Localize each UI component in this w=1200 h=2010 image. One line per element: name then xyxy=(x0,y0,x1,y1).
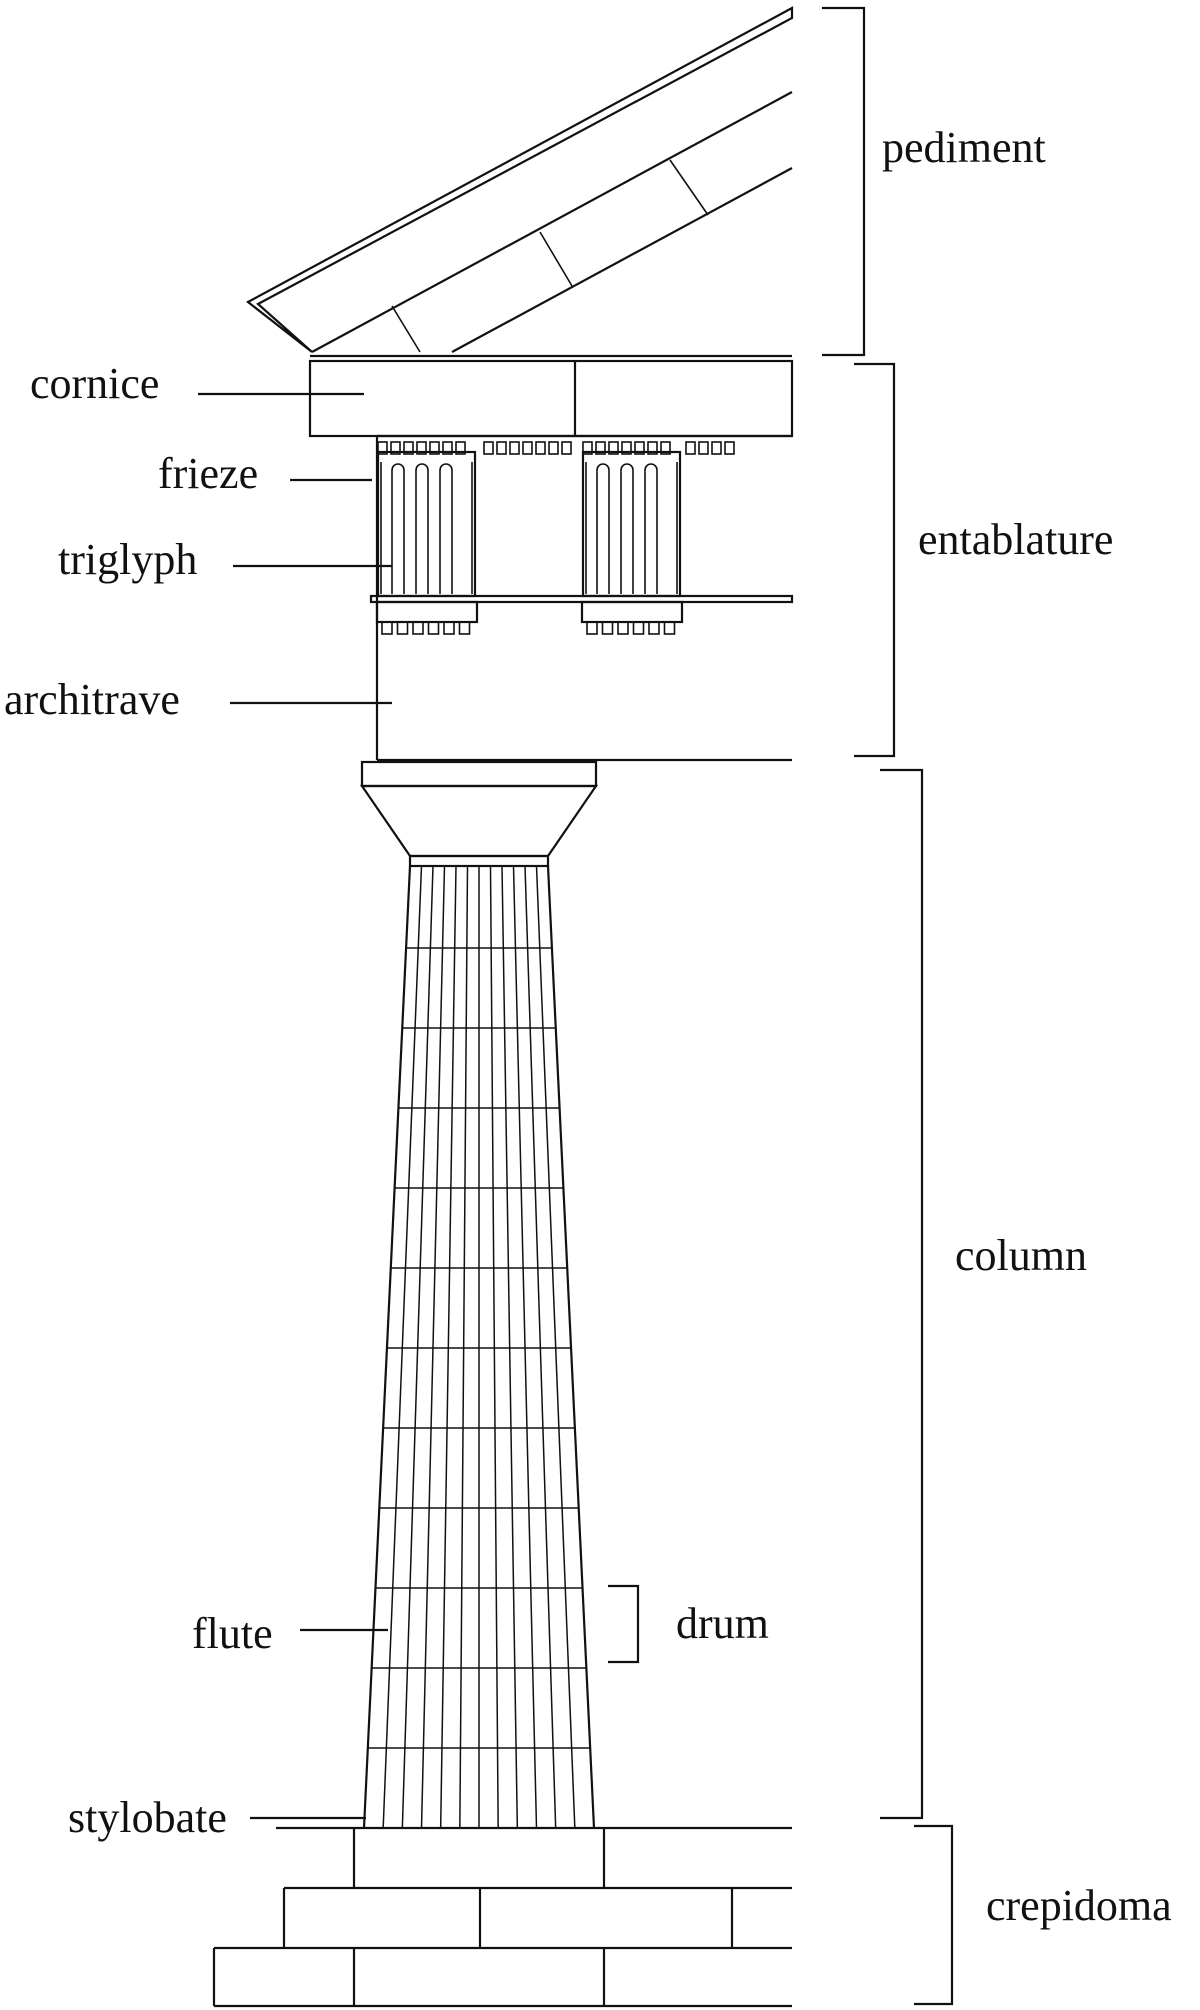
cornice-drawing xyxy=(308,354,794,438)
entablature-drawing xyxy=(369,434,794,762)
capital-drawing xyxy=(359,760,599,868)
label-flute: flute xyxy=(192,1609,273,1658)
pediment-bracket xyxy=(822,6,866,357)
pediment-drawing xyxy=(245,6,794,353)
label-frieze: frieze xyxy=(158,449,258,498)
column-shaft xyxy=(362,865,596,1829)
crepidoma-bracket xyxy=(914,1824,954,2006)
label-entablature: entablature xyxy=(918,515,1113,564)
column-bracket xyxy=(880,768,924,1820)
label-pediment: pediment xyxy=(882,123,1046,172)
label-column: column xyxy=(955,1231,1087,1280)
label-drum: drum xyxy=(676,1599,769,1648)
brackets xyxy=(608,6,954,2006)
label-architrave: architrave xyxy=(4,675,180,724)
label-cornice: cornice xyxy=(30,359,159,408)
drum-bracket xyxy=(608,1584,640,1664)
entablature-bracket xyxy=(854,362,896,758)
crepidoma-drawing xyxy=(212,1826,792,2008)
label-triglyph: triglyph xyxy=(58,535,197,584)
label-crepidoma: crepidoma xyxy=(986,1881,1172,1930)
leader-lines xyxy=(198,392,392,1820)
label-stylobate: stylobate xyxy=(68,1793,227,1842)
